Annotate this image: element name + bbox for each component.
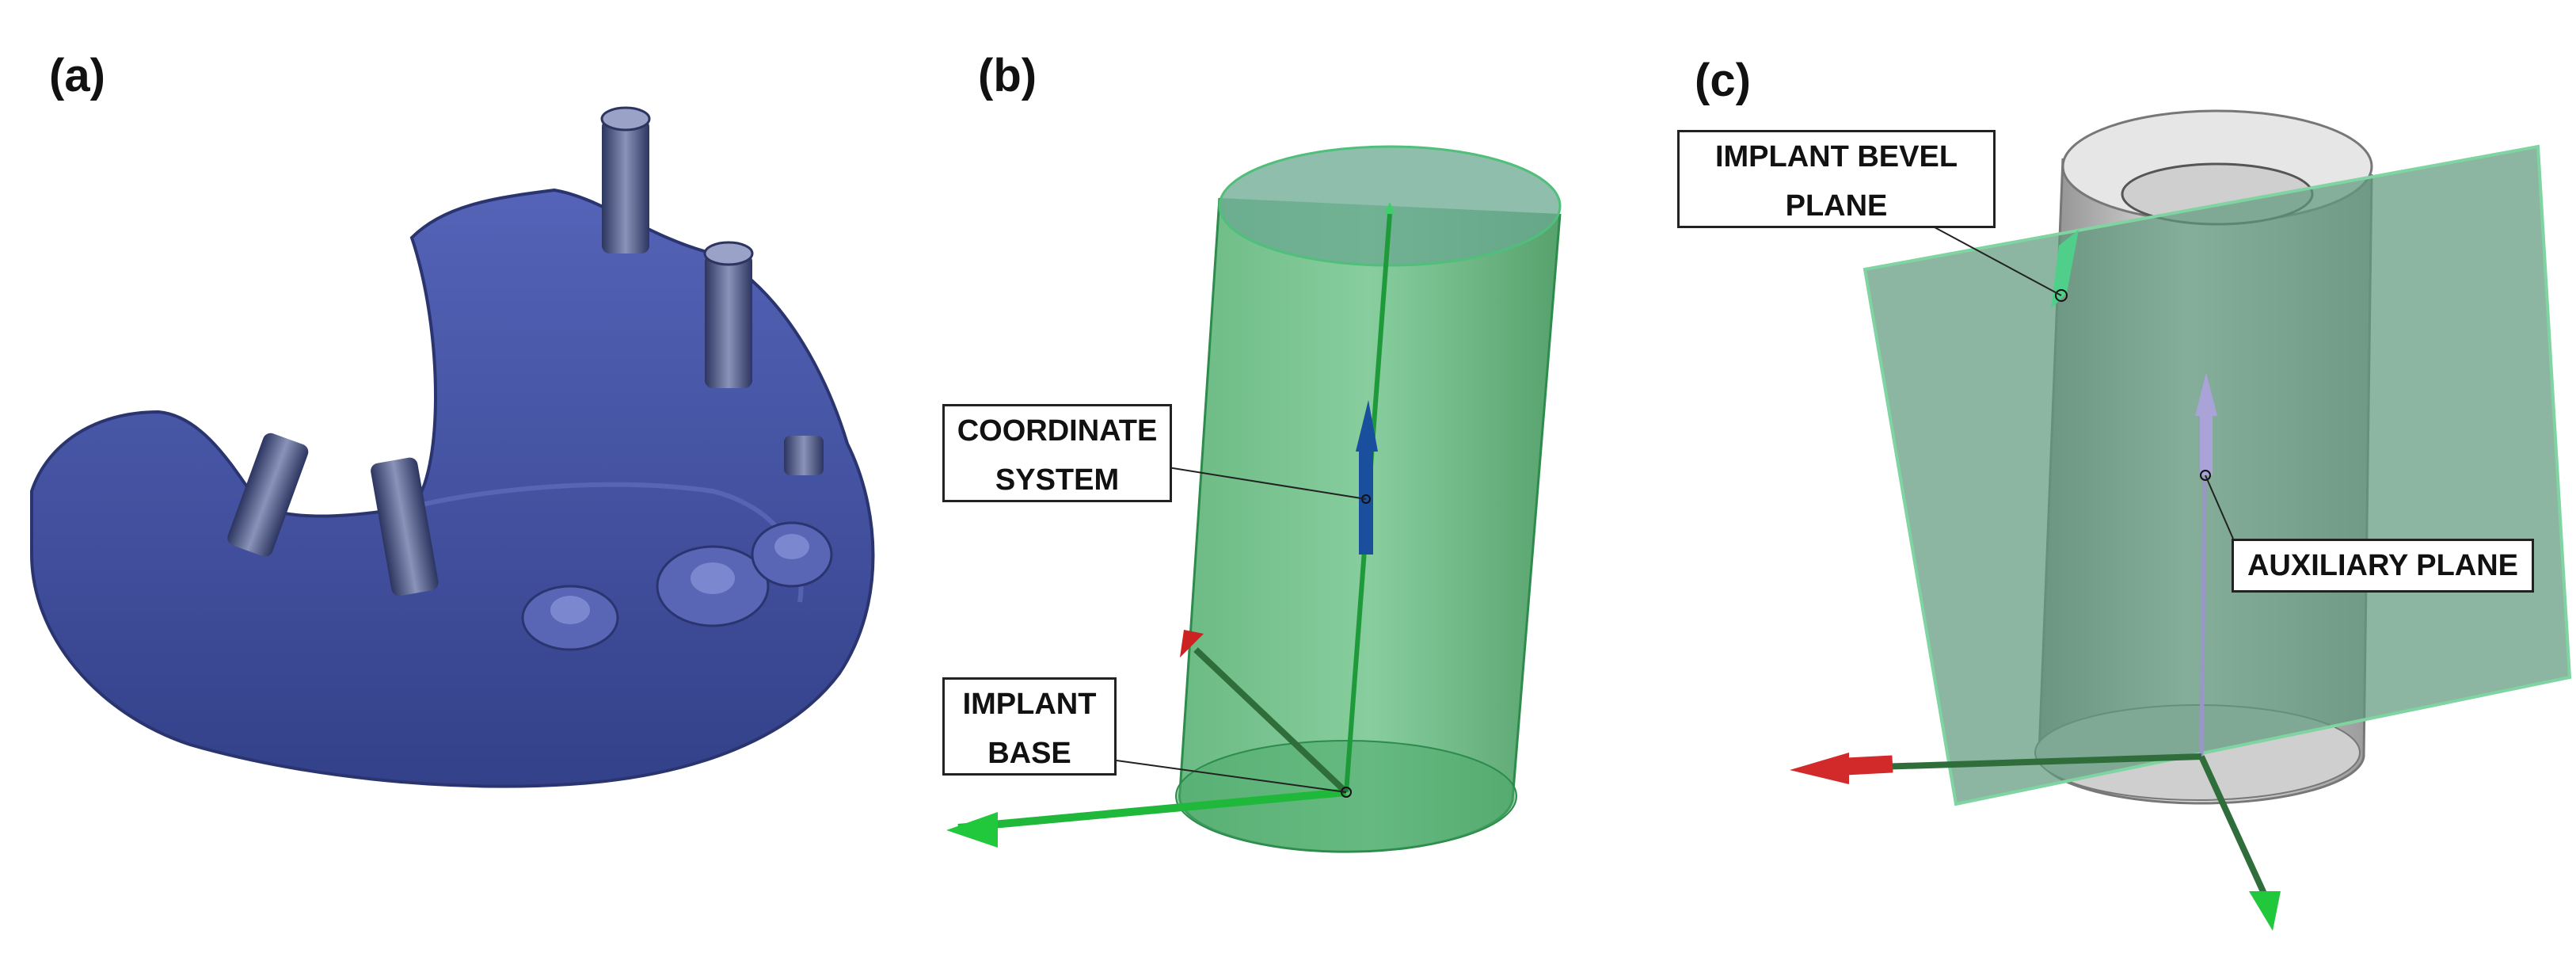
panel-label-a: (a)	[49, 50, 105, 101]
callout-line: PLANE	[1785, 189, 1888, 223]
coordinate-axes-c	[1790, 230, 2281, 931]
implant-abutments	[227, 106, 824, 597]
callout-line: BASE	[987, 737, 1071, 770]
abutment	[602, 119, 649, 253]
callout-line: IMPLANT BEVEL	[1714, 140, 1958, 173]
z-axis-arrow	[2200, 412, 2213, 475]
callout-implant-bevel-plane: IMPLANT BEVEL PLANE	[1677, 130, 1996, 228]
callout-line: AUXILIARY PLANE	[2247, 549, 2519, 582]
callout-implant-base: IMPLANT BASE	[942, 677, 1117, 776]
callout-line: COORDINATE	[957, 414, 1158, 448]
coordinate-axes-b	[946, 202, 1395, 848]
callout-auxiliary-plane: AUXILIARY PLANE	[2232, 539, 2534, 593]
x-axis-line	[1193, 647, 1349, 795]
auxiliary-plane	[1863, 144, 2572, 806]
callout-line: SYSTEM	[995, 463, 1120, 497]
x-axis-arrow	[1844, 755, 1893, 776]
leader-lines-b	[1116, 467, 1367, 793]
abutment	[705, 253, 752, 388]
y-axis-arrow	[2249, 891, 2281, 931]
abutment	[371, 457, 439, 597]
panel-label-b: (b)	[978, 50, 1037, 101]
jaw-model	[30, 188, 875, 788]
y-axis-line	[957, 788, 1347, 832]
bevel-plane-marker	[2051, 230, 2079, 309]
callout-line: IMPLANT	[962, 688, 1097, 721]
callout-coordinate-system: COORDINATE SYSTEM	[942, 404, 1172, 502]
abutment	[784, 436, 824, 475]
abutment	[227, 433, 309, 557]
panel-label-c: (c)	[1695, 55, 1751, 106]
leader-lines-c	[1923, 221, 2234, 539]
